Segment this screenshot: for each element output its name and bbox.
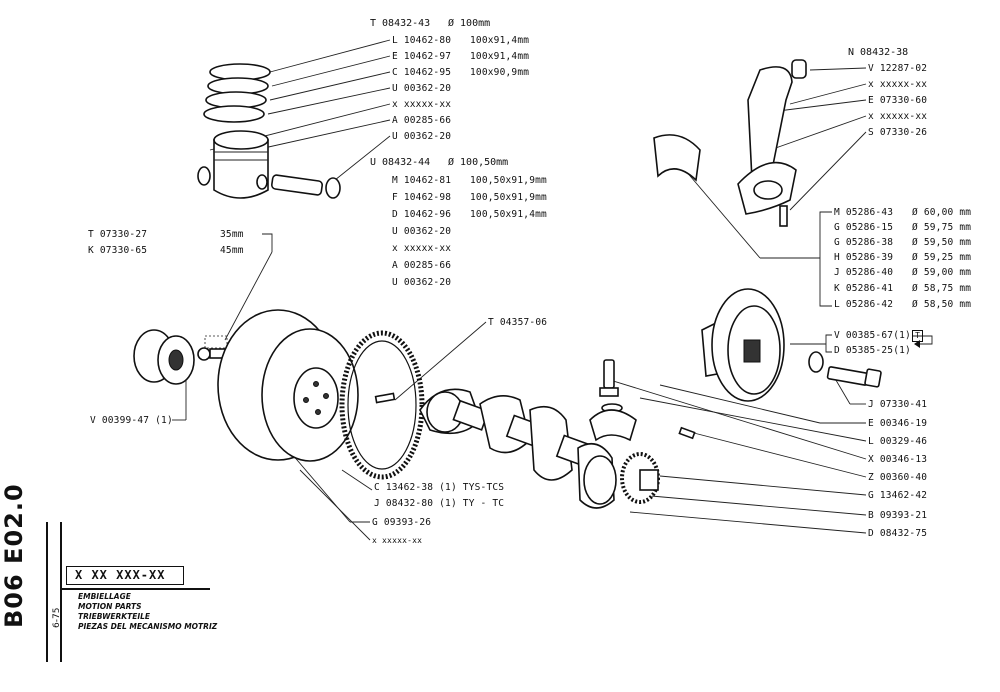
- tag-box: T: [912, 330, 923, 342]
- bearing-size: Ø 59,50 mm: [912, 237, 972, 248]
- description-fr: EMBIELLAGE: [78, 592, 131, 601]
- xref-code: x xxxxx-xx: [372, 536, 423, 545]
- ring-size: 100x91,4mm: [470, 35, 530, 46]
- flywheel: [217, 309, 359, 462]
- leader-lines: [172, 39, 867, 541]
- bearing-code: M 05286-43: [834, 207, 894, 218]
- bolt-code: T 07330-27: [88, 229, 148, 240]
- part-code: A 00285-66: [392, 115, 452, 126]
- bearing-code: G 05286-15: [834, 222, 894, 233]
- ring-size: 100,50x91,9mm: [470, 175, 547, 186]
- bearing-size: Ø 58,50 mm: [912, 299, 972, 310]
- bolt-and-pin: [589, 359, 696, 442]
- piston-rings: [203, 63, 271, 123]
- part-code: Z 00360-40: [868, 472, 928, 483]
- oversize-header-code: U 08432-44: [370, 157, 431, 168]
- pulley-code: D 05385-25(1): [834, 345, 911, 356]
- part-code: x xxxxx-xx: [868, 111, 928, 122]
- part-code: S 07330-26: [868, 127, 928, 138]
- sheet-code: B06 E02.0: [0, 483, 28, 628]
- oversize-header-size: Ø 100,50mm: [448, 157, 509, 168]
- bolt-length: 45mm: [220, 245, 244, 256]
- part-code: U 00362-20: [392, 226, 452, 237]
- ring-code: D 10462-96: [392, 209, 452, 220]
- bearing-size: Ø 59,75 mm: [912, 222, 972, 233]
- part-number: X XX XXX-XX: [75, 568, 166, 582]
- part-code: U 00362-20: [392, 131, 452, 142]
- part-number-box: X XX XXX-XX: [66, 566, 184, 585]
- ring-size: 100,50x91,9mm: [470, 192, 547, 203]
- title-rule: [60, 588, 210, 590]
- crankshaft: [419, 388, 660, 509]
- pilot-bearing-code: V 00399-47 (1): [90, 415, 173, 426]
- part-code: D 08432-75: [868, 528, 928, 539]
- part-code: E 00346-19: [868, 418, 928, 429]
- piston: [197, 130, 269, 199]
- part-code: L 00329-46: [868, 436, 928, 447]
- ring-code: M 10462-81: [392, 175, 452, 186]
- bearing-code: G 05286-38: [834, 237, 894, 248]
- pilot-bearing: [133, 329, 195, 385]
- bolt-code: K 07330-65: [88, 245, 148, 256]
- ring-gear: [339, 330, 425, 480]
- bearing-size: Ø 59,25 mm: [912, 252, 972, 263]
- pulley-code: V 00385-67(1): [834, 330, 911, 341]
- ring-code: C 10462-95: [392, 67, 452, 78]
- title-divider: [60, 522, 62, 662]
- ring-code: E 10462-97: [392, 51, 452, 62]
- description-en: MOTION PARTS: [78, 602, 142, 611]
- ring-size: 100x91,4mm: [470, 51, 530, 62]
- part-code: E 07330-60: [868, 95, 928, 106]
- part-code: J 07330-41: [868, 399, 928, 410]
- sheet-date: 6-75: [52, 607, 62, 628]
- description-es: PIEZAS DEL MECANISMO MOTRIZ: [78, 622, 218, 631]
- part-code: B 09393-21: [868, 510, 928, 521]
- part-code: A 00285-66: [392, 260, 452, 271]
- bolt-length: 35mm: [220, 229, 244, 240]
- piston-header-size: Ø 100mm: [448, 18, 491, 29]
- pin-code: T 04357-06: [488, 317, 548, 328]
- connecting-rod: [653, 59, 807, 227]
- ring-gear-code: J 08432-80 (1) TY - TC: [374, 498, 505, 509]
- piston-pin: [270, 174, 341, 199]
- ring-code: L 10462-80: [392, 35, 452, 46]
- part-code: x xxxxx-xx: [392, 243, 452, 254]
- crank-pulley: [701, 288, 882, 402]
- ring-size: 100,50x91,4mm: [470, 209, 547, 220]
- bearing-code: L 05286-42: [834, 299, 894, 310]
- part-code: G 13462-42: [868, 490, 928, 501]
- bearing-code: H 05286-39: [834, 252, 894, 263]
- part-code: x xxxxx-xx: [868, 79, 928, 90]
- ring-gear-code: C 13462-38 (1) TYS-TCS: [374, 482, 505, 493]
- part-code: X 00346-13: [868, 454, 928, 465]
- bearing-code: K 05286-41: [834, 283, 894, 294]
- small-bolt-assembly: [197, 347, 231, 361]
- ring-size: 100x90,9mm: [470, 67, 530, 78]
- part-code: U 00362-20: [392, 277, 452, 288]
- title-divider: [46, 522, 48, 662]
- ring-code: F 10462-98: [392, 192, 452, 203]
- bearing-size: Ø 58,75 mm: [912, 283, 972, 294]
- part-code: U 00362-20: [392, 83, 452, 94]
- flywheel-code: G 09393-26: [372, 517, 432, 528]
- bearing-size: Ø 59,00 mm: [912, 267, 972, 278]
- part-code: x xxxxx-xx: [392, 99, 452, 110]
- description-de: TRIEBWERKTEILE: [78, 612, 151, 621]
- bearing-code: J 05286-40: [834, 267, 894, 278]
- bearing-size: Ø 60,00 mm: [912, 207, 972, 218]
- conrod-header-code: N 08432-38: [848, 47, 909, 58]
- part-code: V 12287-02: [868, 63, 928, 74]
- piston-header-code: T 08432-43: [370, 18, 431, 29]
